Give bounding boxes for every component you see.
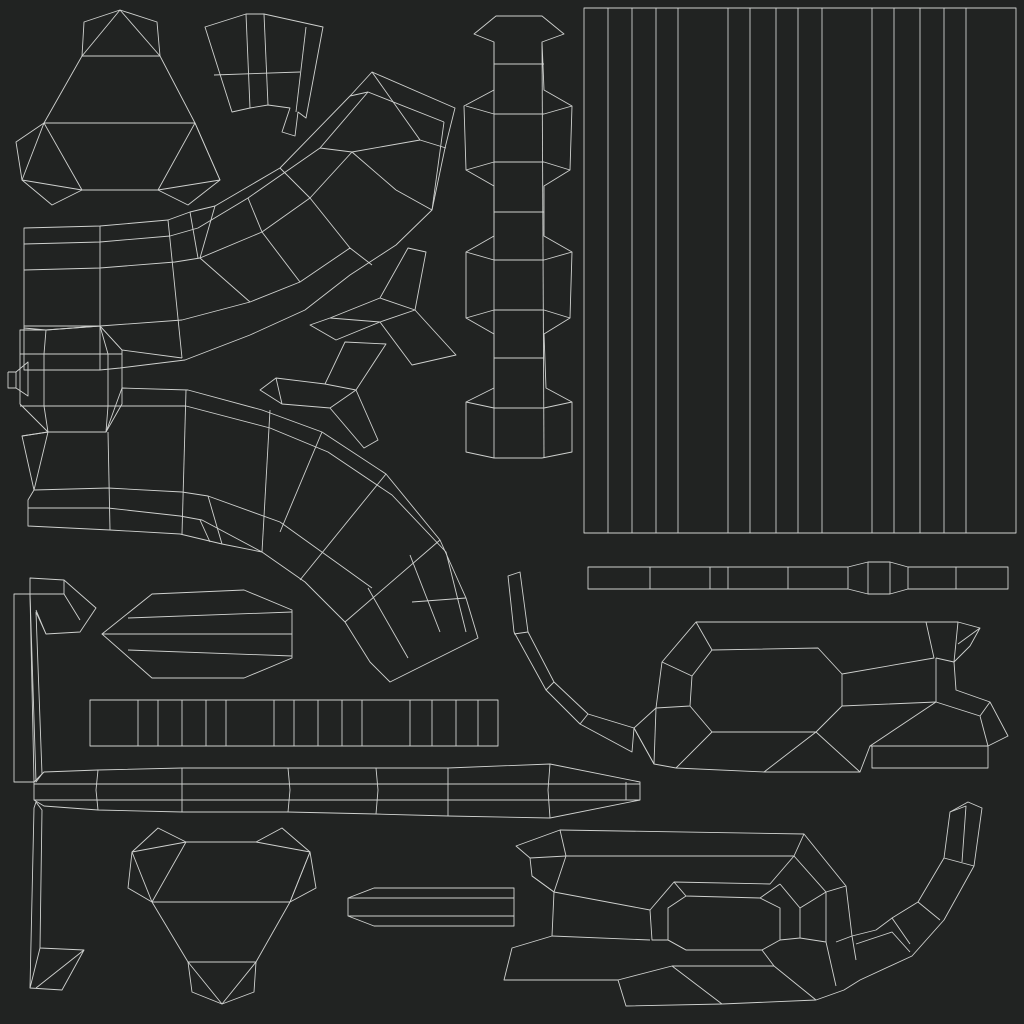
uv-island-hook-bottom [503,801,983,1007]
uv-island-hook-right [507,571,635,753]
uv-island-connector-left [7,325,123,433]
uv-island-tapered-bar [33,763,641,819]
uv-island-curved-lower [21,387,479,683]
uv-island-cap-bottom [127,827,317,1005]
uv-island-vertical-column [463,15,573,459]
uv-island-striped-panel [583,7,1017,534]
uv-island-horizontal-bar [587,561,1009,595]
uv-island-fan-top [204,13,324,137]
uv-island-fan-middle [309,247,457,366]
uv-island-segmented-bar [89,699,499,747]
uv-island-hook-right-body [633,621,1009,773]
uv-island-small-rect [347,887,515,927]
uv-island-fan-lower [259,341,387,449]
uv-island-arrow-piece [101,589,293,679]
uv-island-cap-top [15,9,221,206]
uv-island-curved-handle [23,71,456,371]
